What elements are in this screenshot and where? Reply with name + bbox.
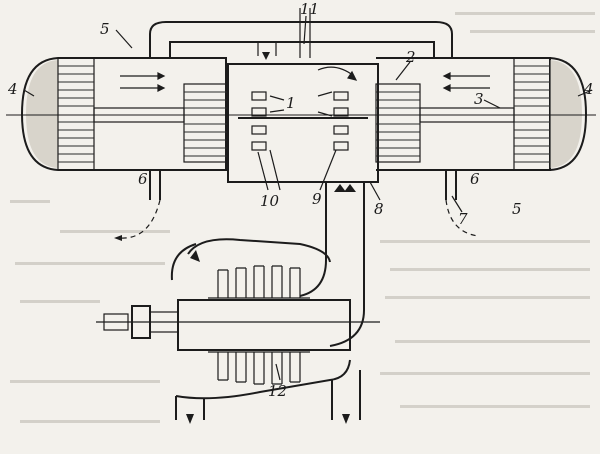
bleed-through-texture — [10, 12, 595, 423]
label-7: 7 — [458, 210, 468, 228]
label-3: 3 — [474, 90, 484, 108]
left-intake-arrows — [120, 72, 166, 92]
right-cylinder-cover — [550, 60, 582, 168]
exhaust-duct — [299, 182, 365, 347]
label-12: 12 — [268, 382, 287, 400]
left-air-pipe — [149, 170, 161, 200]
right-cylinder — [375, 57, 588, 237]
gas-turbine — [170, 238, 361, 424]
label-2: 2 — [405, 48, 416, 66]
left-ports — [251, 91, 267, 151]
label-4-right: 4 — [583, 80, 594, 98]
turbine-blades-bottom — [208, 351, 310, 385]
label-5-left: 5 — [100, 20, 110, 38]
label-10: 10 — [260, 192, 280, 210]
label-4-left: 4 — [7, 80, 18, 98]
label-6-left: 6 — [138, 170, 148, 188]
left-air-flow-dashed — [119, 199, 161, 239]
right-air-flow-dashed — [445, 199, 479, 237]
right-air-pipe — [445, 170, 457, 200]
label-6-right: 6 — [470, 170, 480, 188]
output-shaft — [96, 305, 380, 339]
label-1: 1 — [286, 94, 296, 112]
right-piston-hatching — [375, 83, 421, 163]
leader-lines — [23, 15, 593, 381]
left-cylinder — [20, 57, 229, 241]
right-intake-arrows — [442, 72, 490, 92]
turbine-rotor — [177, 299, 351, 351]
central-chamber — [227, 63, 379, 183]
left-cylinder-cover — [26, 60, 58, 168]
left-piston-hatching — [183, 83, 229, 163]
labels: 11 5 2 4 1 3 4 6 6 10 9 8 7 5 12 — [7, 0, 594, 400]
top-transfer-pipe — [149, 8, 453, 60]
label-5-right: 5 — [512, 200, 522, 218]
label-9: 9 — [312, 190, 322, 208]
turbine-blades-top — [208, 265, 310, 299]
right-piston-4-hatching — [513, 57, 551, 171]
left-piston-4-hatching — [57, 57, 95, 171]
label-11: 11 — [300, 0, 319, 18]
right-ports — [333, 91, 349, 151]
label-8: 8 — [374, 200, 384, 218]
